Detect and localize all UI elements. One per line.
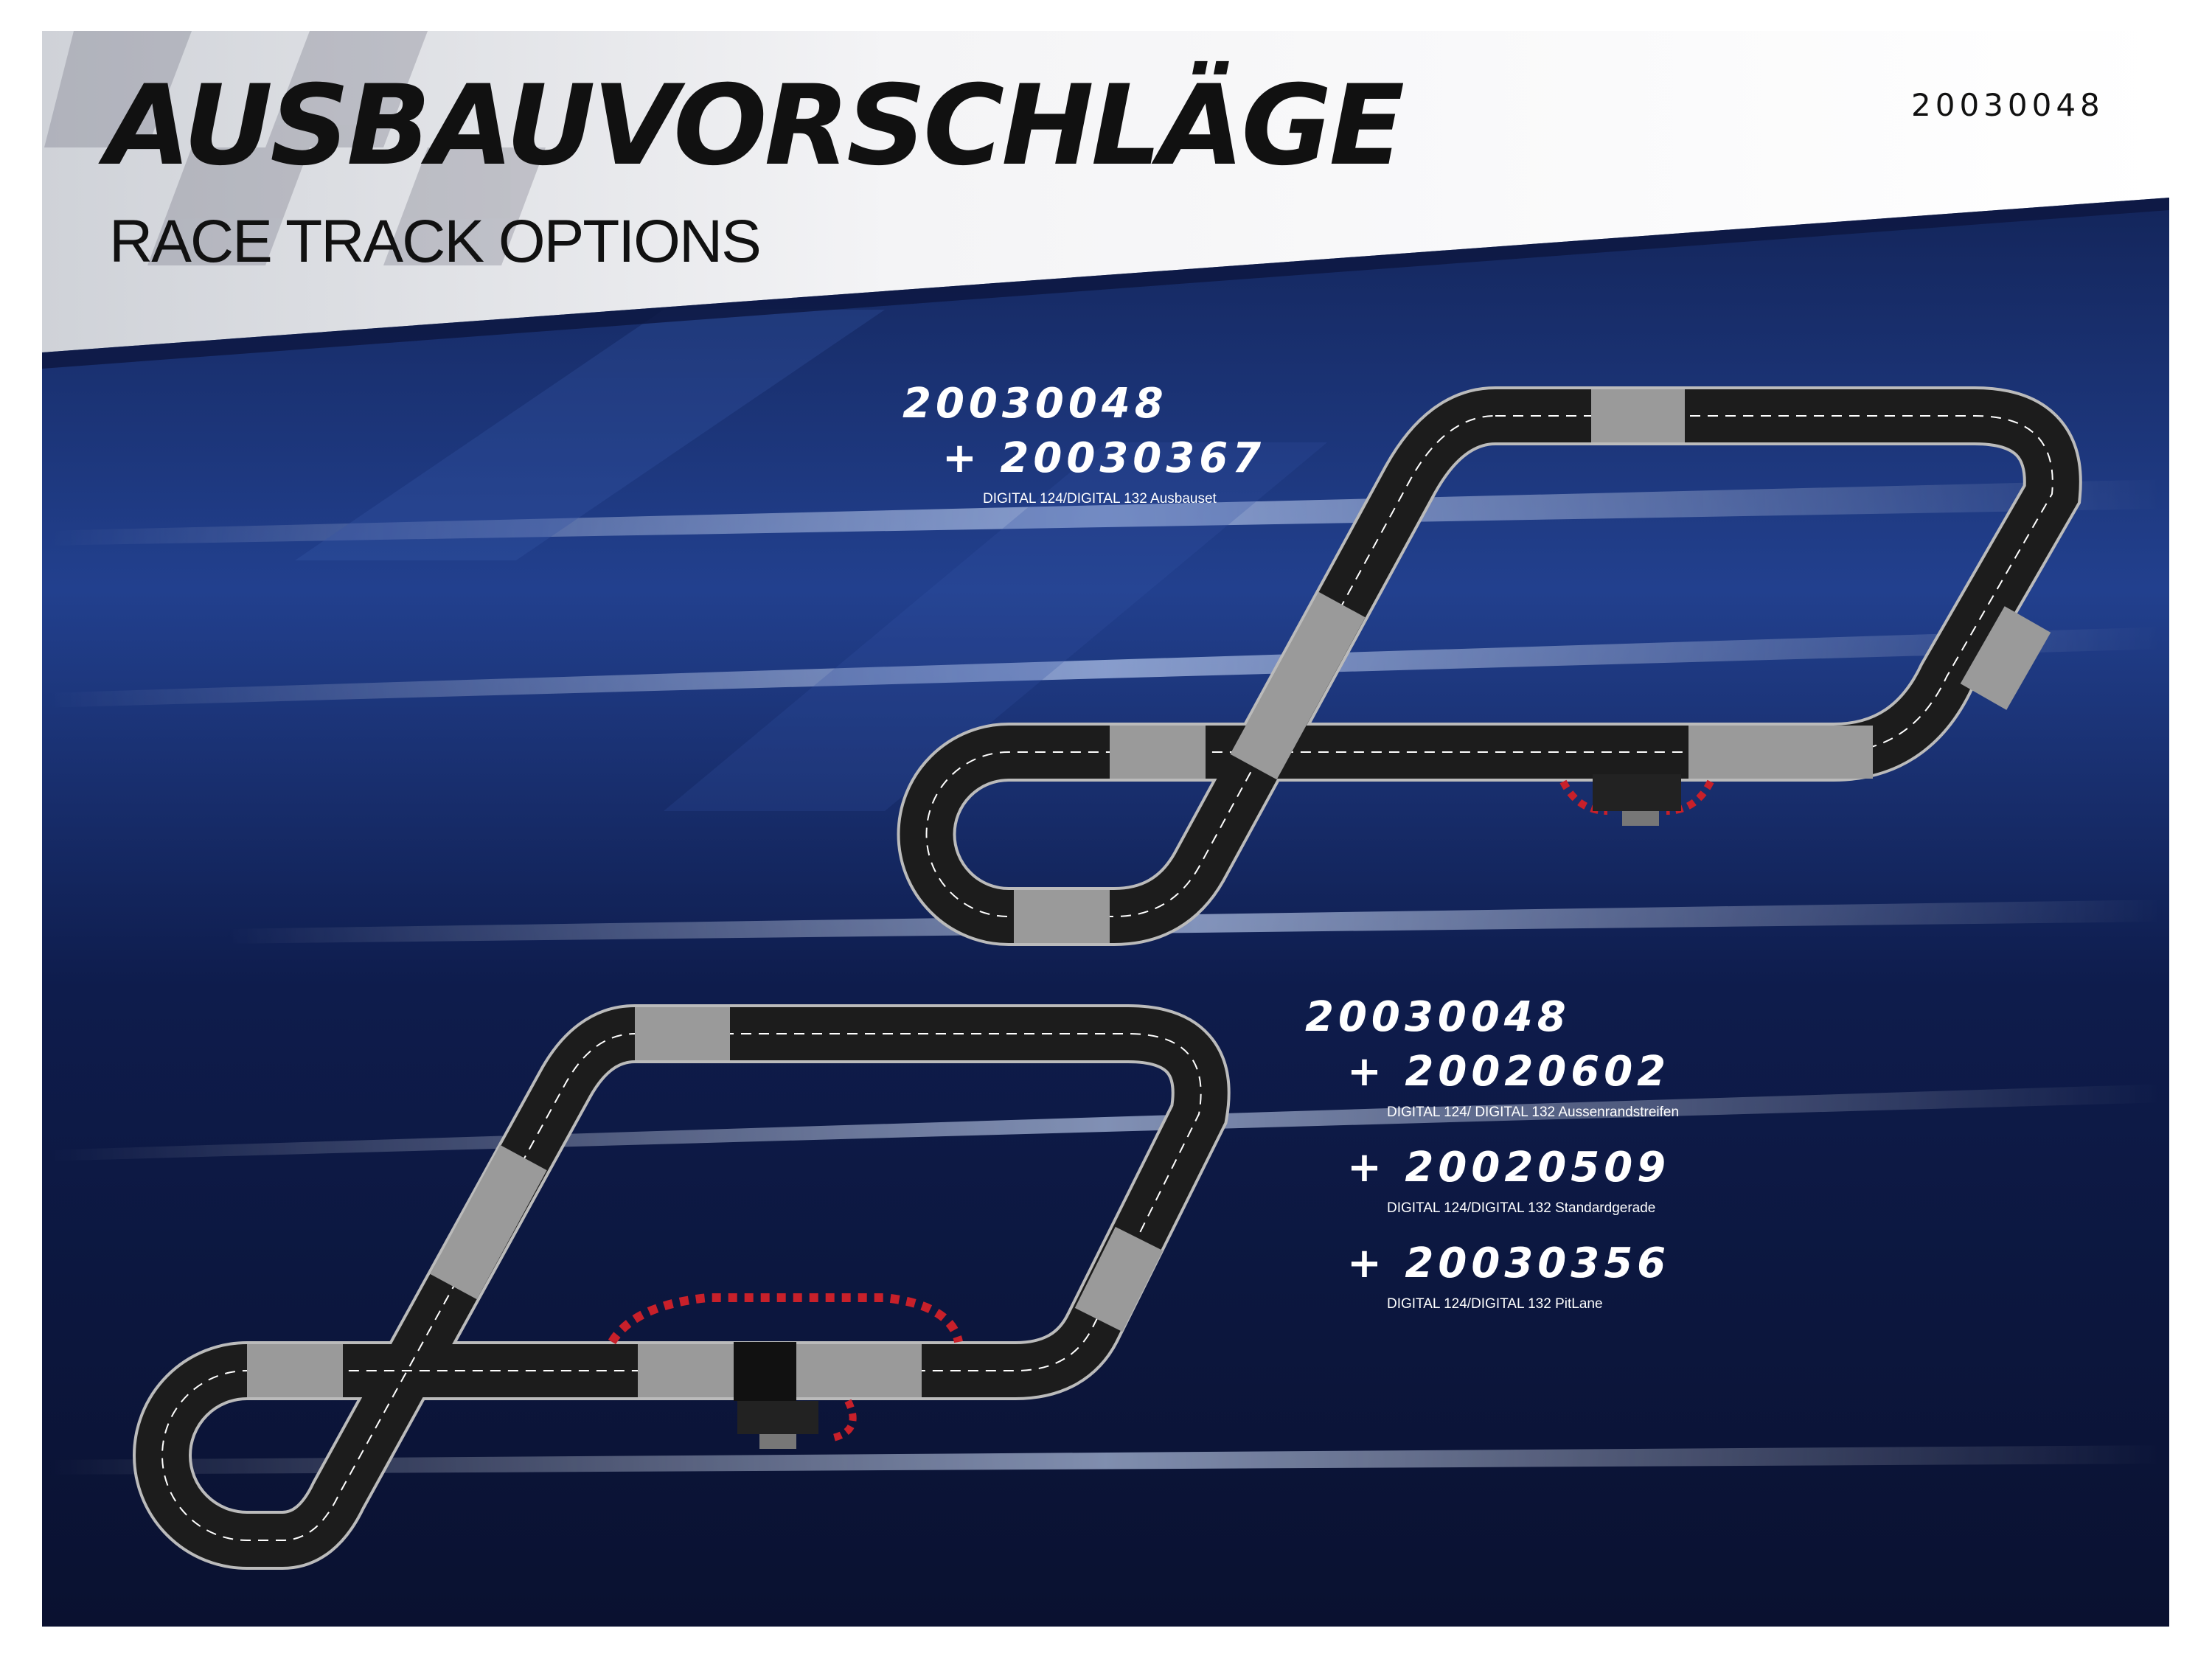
option-2-addition-code: + 20020602 <box>1347 1048 1670 1096</box>
option-2-caption: 20030048 + 20020602 DIGITAL 124/ DIGITAL… <box>1305 993 1679 1312</box>
light-streaks <box>42 310 2169 1475</box>
option-2-addition-description: DIGITAL 124/DIGITAL 132 PitLane <box>1387 1296 1603 1312</box>
option-1-addition-code: + 20030367 <box>942 434 1265 482</box>
grey-track-sections <box>1014 389 2051 943</box>
checkered-pattern <box>44 31 546 265</box>
product-code: 20030048 <box>1911 87 2104 123</box>
header-band <box>42 31 2169 352</box>
page-title: AUSBAUVORSCHLÄGE <box>98 60 1404 190</box>
grey-track-sections <box>247 1007 1164 1397</box>
option-2-addition-code: + 20030356 <box>1347 1239 1670 1287</box>
track-lane-markings <box>925 415 2053 917</box>
option-2-addition-description: DIGITAL 124/ DIGITAL 132 Aussenrandstrei… <box>1387 1105 1679 1120</box>
option-1-base-code: 20030048 <box>902 380 1168 428</box>
option-2-addition-code: + 20020509 <box>1347 1144 1670 1192</box>
page-subtitle: RACE TRACK OPTIONS <box>109 208 760 275</box>
track-lane-markings <box>161 1033 1202 1541</box>
option-2-addition-description: DIGITAL 124/DIGITAL 132 Standardgerade <box>1387 1200 1655 1216</box>
track-layout-1 <box>897 386 2082 946</box>
option-1-caption: 20030048 + 20030367 DIGITAL 124/DIGITAL … <box>902 380 1265 507</box>
option-2-base-code: 20030048 <box>1305 993 1571 1041</box>
pit-stop-area <box>1559 774 1714 826</box>
pit-lane-area <box>608 1293 963 1449</box>
header-shadow <box>42 198 2169 369</box>
track-layout-2 <box>133 1004 1231 1570</box>
option-1-addition-description: DIGITAL 124/DIGITAL 132 Ausbauset <box>983 491 1217 507</box>
